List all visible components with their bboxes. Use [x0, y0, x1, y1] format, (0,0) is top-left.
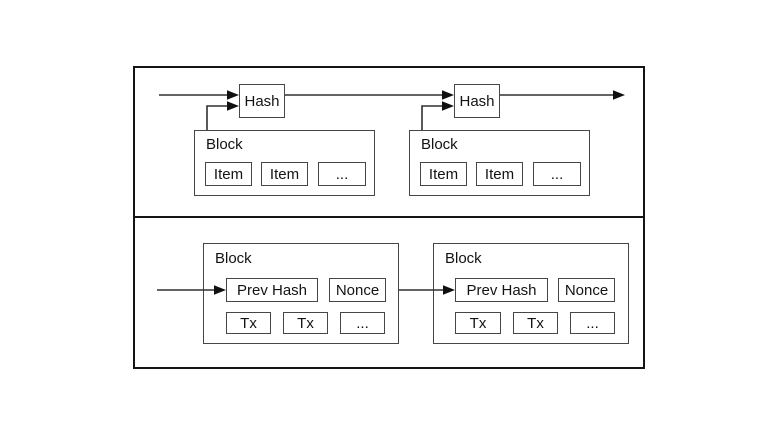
top-block-2-item-1: Item [420, 162, 467, 186]
bottom-block-2-nonce: Nonce [558, 278, 615, 302]
bottom-block-1-prev-hash: Prev Hash [226, 278, 318, 302]
bottom-block-1-nonce: Nonce [329, 278, 386, 302]
top-block-1-item-2: Item [261, 162, 308, 186]
top-block-2-label: Block [421, 136, 458, 153]
bottom-block-1-tx-2: Tx [283, 312, 328, 334]
bottom-block-2-tx-ellipsis: ... [570, 312, 615, 334]
top-block-1-item-1: Item [205, 162, 252, 186]
bottom-block-1-label: Block [215, 250, 252, 267]
bottom-block-2-tx-2: Tx [513, 312, 558, 334]
top-block-1-label: Block [206, 136, 243, 153]
bottom-block-2-prev-hash: Prev Hash [455, 278, 548, 302]
top-block-2-item-ellipsis: ... [533, 162, 581, 186]
hash-node-1: Hash [239, 84, 285, 118]
bottom-block-1-tx-1: Tx [226, 312, 271, 334]
panel-divider [133, 215, 645, 219]
hash-node-2: Hash [454, 84, 500, 118]
bottom-block-2-tx-1: Tx [455, 312, 501, 334]
top-block-1-item-ellipsis: ... [318, 162, 366, 186]
bottom-block-1-tx-ellipsis: ... [340, 312, 385, 334]
top-block-2-item-2: Item [476, 162, 523, 186]
bottom-block-2-label: Block [445, 250, 482, 267]
